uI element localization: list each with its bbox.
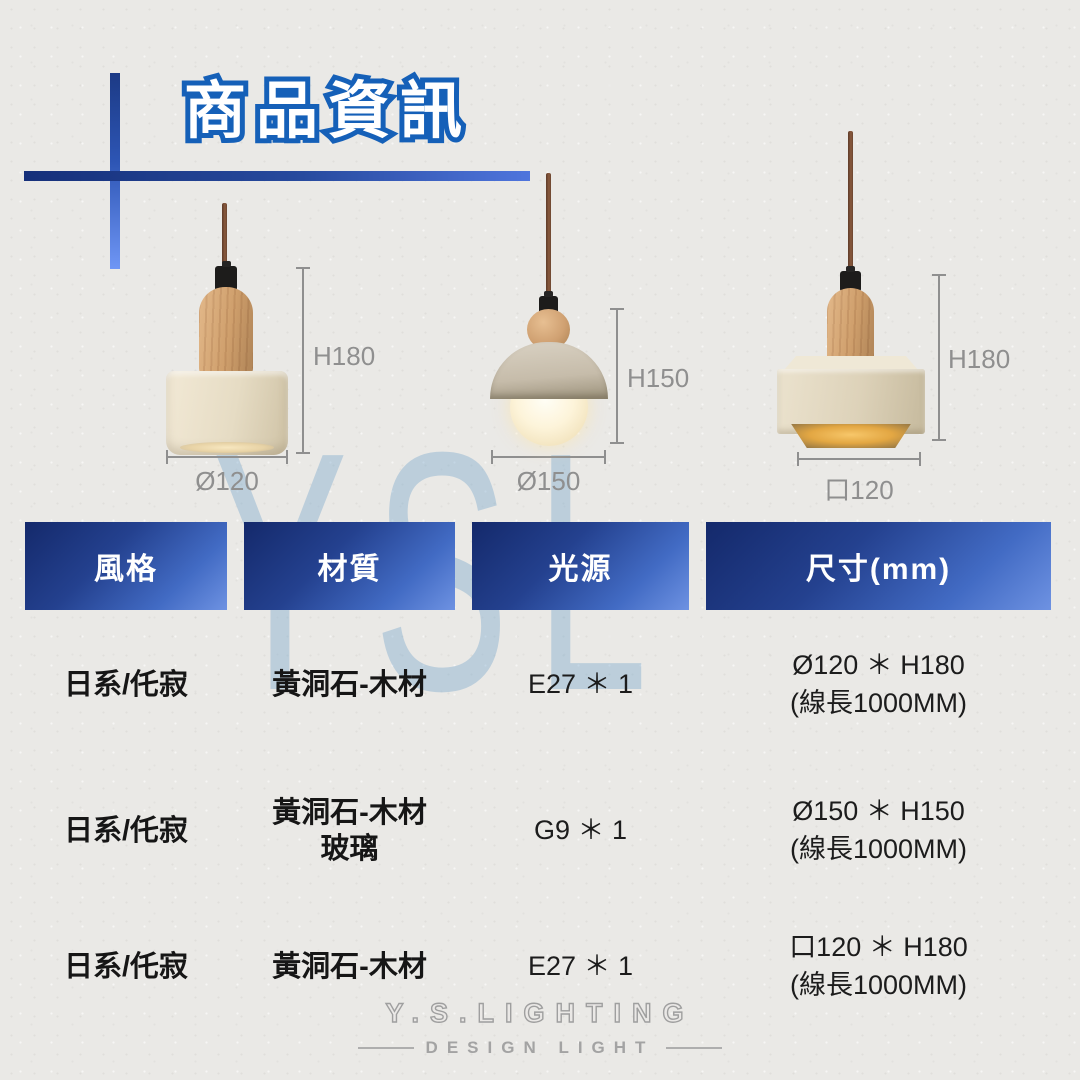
lamp1-width-dim-line — [166, 450, 288, 464]
brand-tagline: DESIGN LIGHT — [0, 1038, 1080, 1058]
row1-bulb: E27 ＊ 1 — [527, 669, 634, 700]
row2-size: Ø150 ＊ H150 (線長1000MM) — [706, 760, 1051, 902]
page-title-fill: 商品資訊 — [184, 77, 473, 146]
lamp1-height-dim-line — [296, 267, 310, 454]
footer-logo: Y.S.LIGHTING DESIGN LIGHT — [0, 997, 1080, 1058]
spec-table: 風格 材質 光源 尺寸(mm) 日系/仛寂 黃洞石-木材 E27 ＊ 1 Ø12… — [25, 522, 1051, 1032]
title-accent-horizontal-bar — [24, 171, 530, 181]
lamp1-cord — [222, 203, 227, 273]
row2-material: 黃洞石-木材 玻璃 — [244, 760, 455, 902]
header-light-source: 光源 — [472, 522, 689, 610]
row2-size-line2: (線長1000MM) — [789, 834, 968, 864]
row2-bulb: G9 ＊ 1 — [533, 815, 628, 846]
row1-size-line1: Ø120 ＊ H180 — [792, 650, 965, 681]
lamp3-wood-holder — [827, 288, 874, 364]
lamp3-cube-top-face — [784, 356, 918, 370]
lamp2-height-label: H150 — [627, 363, 690, 393]
lamp3-cube-front-face — [777, 369, 925, 434]
lamp1-stone-shade — [166, 371, 288, 455]
row1-size: Ø120 ＊ H180 (線長1000MM) — [706, 610, 1051, 760]
row2-style: 日系/仛寂 — [63, 814, 189, 847]
row1-material-line1: 黃洞石-木材 — [272, 668, 427, 701]
row2-material-line1: 黃洞石-木材 — [272, 796, 427, 829]
row3-size-line2: (線長1000MM) — [789, 970, 968, 1000]
row3-size-line1: 口120 ＊ H180 — [789, 932, 968, 963]
lamp3-height-dim-line — [932, 274, 946, 441]
lamp1-width-label: Ø120 — [195, 466, 259, 496]
row3-style: 日系/仛寂 — [63, 950, 189, 983]
lamp1-socket — [215, 261, 237, 291]
lamp2-stone-dome — [490, 342, 608, 399]
header-material: 材質 — [244, 522, 455, 610]
lamp2-width-dim-line — [491, 450, 606, 464]
row3-size: 口120 ＊ H180 (線長1000MM) — [706, 902, 1051, 1032]
row1-size-line2: (線長1000MM) — [789, 688, 968, 718]
lamp3-cord — [848, 131, 853, 276]
lamp2-width-label: Ø150 — [516, 466, 581, 496]
header-style: 風格 — [25, 522, 227, 610]
row1-material: 黃洞石-木材 — [244, 610, 455, 760]
lamp3-height-label: H180 — [948, 344, 1011, 374]
lamp3-width-dim-line — [797, 452, 921, 466]
row3-bulb: E27 ＊ 1 — [527, 951, 634, 982]
lamp2-height-dim-line — [610, 308, 624, 444]
row3-material: 黃洞石-木材 — [244, 902, 455, 1032]
lamp1-wood-holder — [199, 287, 253, 377]
lamp3-width-label: 口120 — [824, 475, 894, 505]
page-title-outline: 商品資訊 — [179, 72, 473, 151]
lamp1-height-label: H180 — [313, 341, 376, 371]
lamp3-socket — [840, 266, 861, 292]
row3-material-line1: 黃洞石-木材 — [272, 950, 427, 983]
lamp3-cube-glow-opening — [791, 424, 911, 448]
lamp2-cord — [546, 173, 551, 301]
row1-style: 日系/仛寂 — [63, 668, 189, 701]
brand-name: Y.S.LIGHTING — [385, 997, 695, 1028]
lamp3-stone-cube — [777, 356, 925, 448]
header-size: 尺寸(mm) — [706, 522, 1051, 610]
row2-size-line1: Ø150 ＊ H150 — [792, 796, 965, 827]
row2-material-line2: 玻璃 — [320, 833, 379, 865]
